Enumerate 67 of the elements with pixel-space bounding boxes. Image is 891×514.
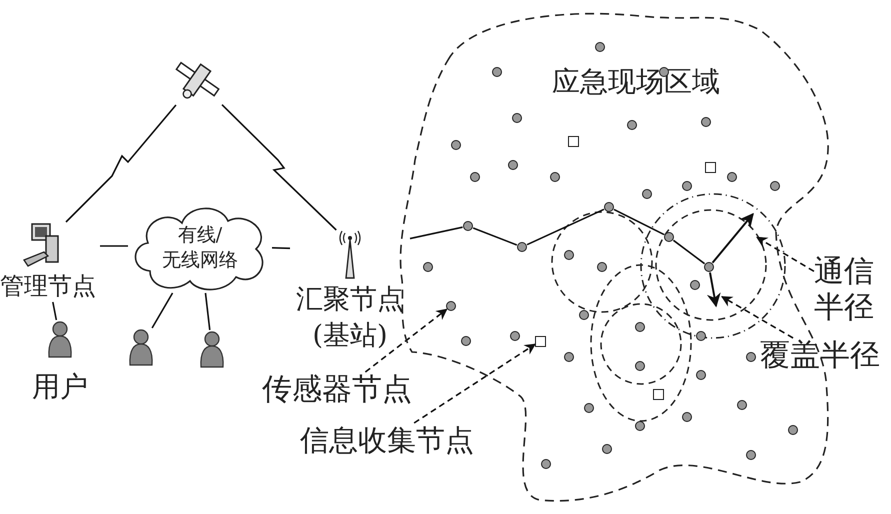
leader-line [756, 236, 814, 272]
sensor-node-dot [682, 412, 692, 422]
sensor-node-dot [635, 361, 645, 371]
sensor-node-dot [701, 117, 711, 127]
sensor-node-dot [423, 262, 433, 272]
network-link [272, 247, 290, 250]
collection-node-square [652, 388, 664, 400]
sensor-node-dot [579, 310, 589, 320]
sensor-node-dot [746, 450, 756, 460]
sensor-node-dot [512, 113, 522, 123]
sensor-node-dot [451, 140, 461, 150]
sensor-node-dot [727, 172, 737, 182]
leader-line [414, 344, 536, 424]
sensor-node-dot [604, 202, 614, 212]
wireless-link [65, 104, 177, 223]
sensor-node-dot [627, 120, 637, 130]
sensor-node-dot [595, 42, 605, 52]
wireless-link [221, 104, 337, 231]
sensor-node-dot [642, 189, 652, 199]
sensor-node-dot [635, 322, 645, 332]
sensor-node-dot [635, 421, 645, 431]
sensor-node-dot [696, 370, 706, 380]
sensor-node-dot [564, 250, 574, 260]
sensor-node-dot [517, 242, 527, 252]
network-link [52, 302, 58, 320]
sensor-node-dot [541, 459, 551, 469]
sensor-node-dot [492, 67, 502, 77]
sensor-node-dot [461, 336, 471, 346]
sensor-node-dot [690, 280, 700, 290]
sensor-node-dot [550, 172, 560, 182]
node-label: 传感器节点 [262, 372, 413, 408]
sensor-node-dot [470, 172, 480, 182]
network-link [672, 240, 706, 264]
node-label: 汇聚节点(基站) [295, 283, 405, 353]
sensor-node-dot [704, 262, 714, 272]
sensor-node-dot [463, 221, 473, 231]
network-link [472, 227, 518, 246]
node-label: 信息收集节点 [300, 423, 475, 458]
leader-line [721, 296, 794, 339]
leader-line [364, 308, 448, 373]
sensor-node-dot [696, 331, 706, 341]
sensor-node-dot [508, 160, 518, 170]
sensor-node-dot [602, 444, 612, 454]
network-link [100, 245, 128, 247]
collection-node-square [568, 136, 578, 146]
network-link [204, 292, 211, 330]
sensor-node-dot [446, 301, 456, 311]
sensor-node-dot [664, 232, 674, 242]
user-label: 用户 [31, 369, 89, 405]
collection-node-square [534, 336, 546, 346]
sensor-node-dot [746, 352, 756, 362]
network-link [614, 208, 664, 236]
cloud-label: 有线/无线网络 [161, 223, 239, 273]
node-label: 覆盖半径 [760, 338, 881, 374]
sensor-node-dot [770, 181, 780, 191]
sensor-node-dot [584, 403, 594, 413]
sensor-node-dot [564, 352, 574, 362]
sensor-node-dot [682, 181, 692, 191]
network-link [526, 208, 604, 246]
node-label: 通信半径 [814, 254, 875, 326]
node-label: 管理节点 [0, 272, 96, 300]
collection-node-square [704, 162, 716, 172]
sensor-node-dot [597, 262, 607, 272]
sensor-node-dot [737, 400, 747, 410]
sensor-node-dot [510, 331, 520, 341]
network-link [410, 226, 463, 240]
sensor-node-dot [788, 425, 798, 435]
